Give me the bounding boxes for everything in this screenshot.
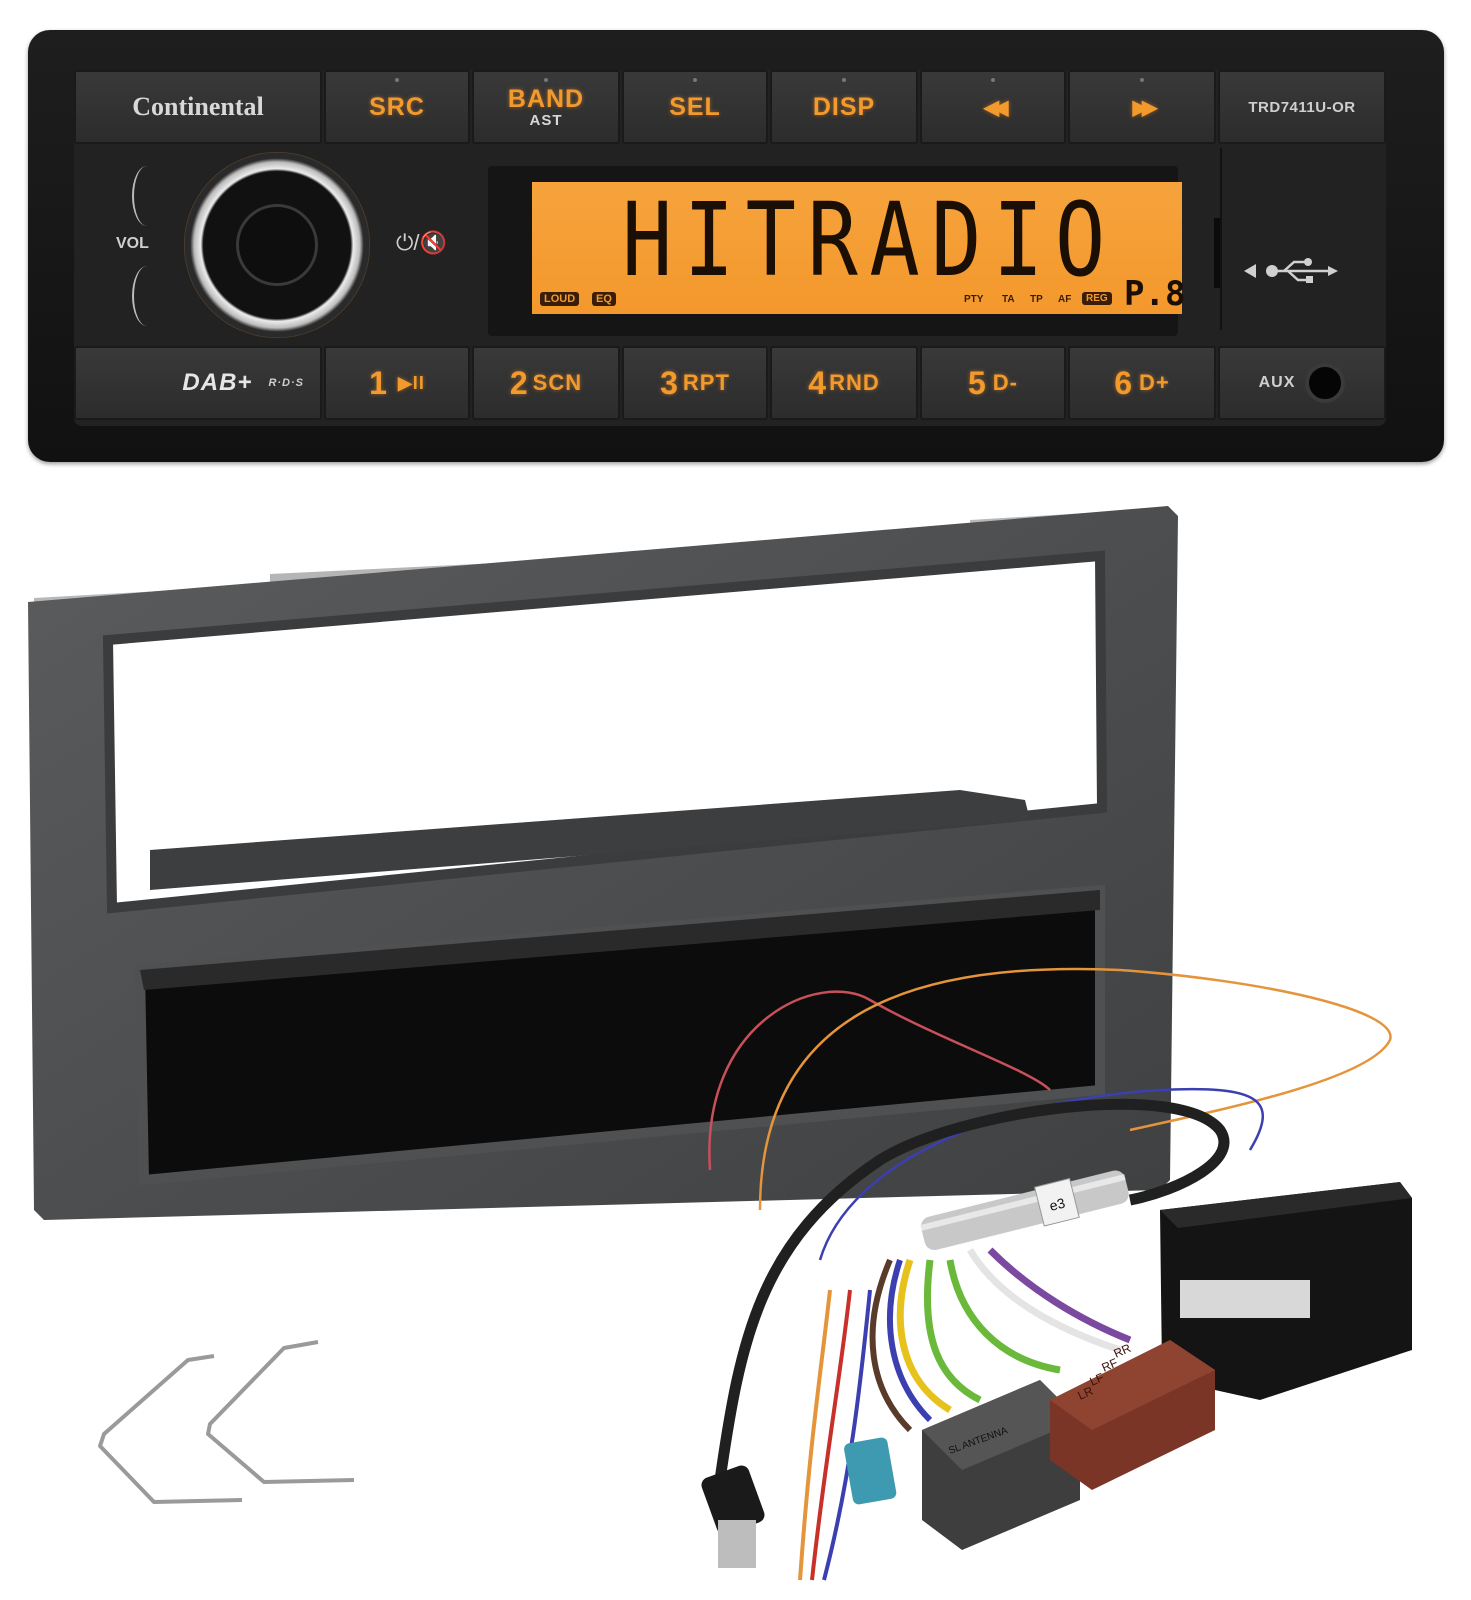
preset-5-button[interactable]: 5 D-	[920, 346, 1066, 420]
dab-logo: DAB+	[182, 369, 253, 396]
af-indicator: AF	[1058, 294, 1072, 305]
seek-back-button[interactable]: ◀◀	[920, 70, 1066, 144]
preset-4-button[interactable]: 4 RND	[770, 346, 918, 420]
usb-panel	[1220, 148, 1386, 330]
pty-indicator: PTY	[964, 294, 984, 305]
ast-label: AST	[529, 112, 563, 129]
preset-number: 6	[1114, 364, 1134, 401]
car-radio: Continental SRC BAND AST SEL DISP ◀◀ ▶▶	[28, 30, 1444, 462]
fast-forward-icon: ▶▶	[1132, 96, 1158, 119]
preset-number: 1	[369, 364, 388, 401]
radio-release-keys	[98, 1340, 355, 1504]
play-pause-icon: ▶II	[397, 372, 425, 393]
usb-icon	[1244, 258, 1338, 283]
led-indicator	[395, 78, 399, 82]
svg-text:RR: RR	[1112, 1341, 1134, 1361]
iso-speaker-connector: LR LF RF RR	[1050, 1340, 1215, 1490]
disp-button[interactable]: DISP	[770, 70, 918, 144]
iso-power-connector: SL ANTENNA	[922, 1380, 1080, 1550]
rds-logo: R·D·S	[268, 377, 304, 389]
logo-panel: DAB+ R·D·S	[74, 346, 322, 420]
seek-forward-button[interactable]: ▶▶	[1068, 70, 1216, 144]
led-indicator	[693, 78, 697, 82]
preset-1-button[interactable]: 1 ▶II	[324, 346, 470, 420]
src-button[interactable]: SRC	[324, 70, 470, 144]
svg-text:LF: LF	[1088, 1370, 1106, 1388]
wiring-harness-adapter: e3 SL ANTENNA LR LF RF RR	[701, 967, 1412, 1581]
antenna-filter: e3	[920, 1170, 1129, 1251]
preset-6-button[interactable]: 6 D+	[1068, 346, 1216, 420]
preset-number: 2	[509, 364, 529, 401]
repeat-label: RPT	[682, 370, 730, 395]
led-indicator	[842, 78, 846, 82]
power-mute-icon: ⏻/🔇	[396, 230, 447, 255]
eq-indicator: EQ	[592, 292, 616, 306]
band-label: BAND	[507, 85, 585, 113]
preset-number: P.8	[1124, 274, 1186, 314]
band-button[interactable]: BAND AST	[472, 70, 620, 144]
lcd-display: HITRADIO LOUD EQ PTY TA TP AF REG P.8	[532, 181, 1186, 314]
volume-up-arc-icon	[132, 166, 162, 226]
card-slot	[1214, 218, 1222, 288]
model-panel: TRD7411U-OR	[1218, 70, 1386, 144]
station-name: HITRADIO	[622, 181, 1117, 300]
preset-3-button[interactable]: 3 RPT	[622, 346, 768, 420]
volume-knob[interactable]	[184, 152, 370, 338]
src-label: SRC	[369, 92, 425, 121]
radio-faceplate: Continental SRC BAND AST SEL DISP ◀◀ ▶▶	[74, 70, 1386, 426]
preset-2-button[interactable]: 2 SCN	[472, 346, 620, 420]
scan-label: SCN	[532, 370, 583, 395]
quadlock-connector	[1160, 1182, 1412, 1400]
led-indicator	[544, 78, 548, 82]
tp-indicator: TP	[1030, 294, 1043, 305]
led-indicator	[991, 78, 995, 82]
brand-panel: Continental	[74, 70, 322, 144]
volume-down-arc-icon	[132, 266, 162, 326]
din-antenna-plug	[701, 1465, 765, 1568]
sel-button[interactable]: SEL	[622, 70, 768, 144]
ta-indicator: TA	[1002, 294, 1015, 305]
aux-jack[interactable]	[1305, 363, 1346, 403]
aux-panel: AUX	[1218, 346, 1386, 420]
preset-number: 3	[660, 364, 679, 401]
mounting-fascia	[28, 506, 1178, 1220]
knob-center-button[interactable]	[236, 204, 318, 286]
folder-up-label: D+	[1139, 370, 1170, 395]
connector-brown-label: LR	[1076, 1384, 1096, 1403]
disp-label: DISP	[812, 92, 876, 121]
rewind-icon: ◀◀	[983, 96, 1009, 119]
volume-label: VOL	[116, 235, 149, 252]
led-indicator	[1140, 78, 1144, 82]
sel-label: SEL	[669, 92, 721, 121]
preset-number: 4	[808, 364, 828, 401]
reg-indicator: REG	[1082, 292, 1112, 305]
filter-label: e3	[1048, 1195, 1067, 1214]
brand-logo: Continental	[132, 92, 264, 121]
fakra-antenna-plug	[844, 1437, 897, 1505]
random-label: RND	[829, 370, 880, 395]
aux-label: AUX	[1258, 374, 1296, 391]
model-number: TRD7411U-OR	[1248, 98, 1356, 116]
loud-indicator: LOUD	[540, 292, 580, 306]
preset-number: 5	[967, 364, 987, 401]
folder-down-label: D-	[992, 370, 1018, 395]
svg-text:RF: RF	[1100, 1355, 1120, 1374]
